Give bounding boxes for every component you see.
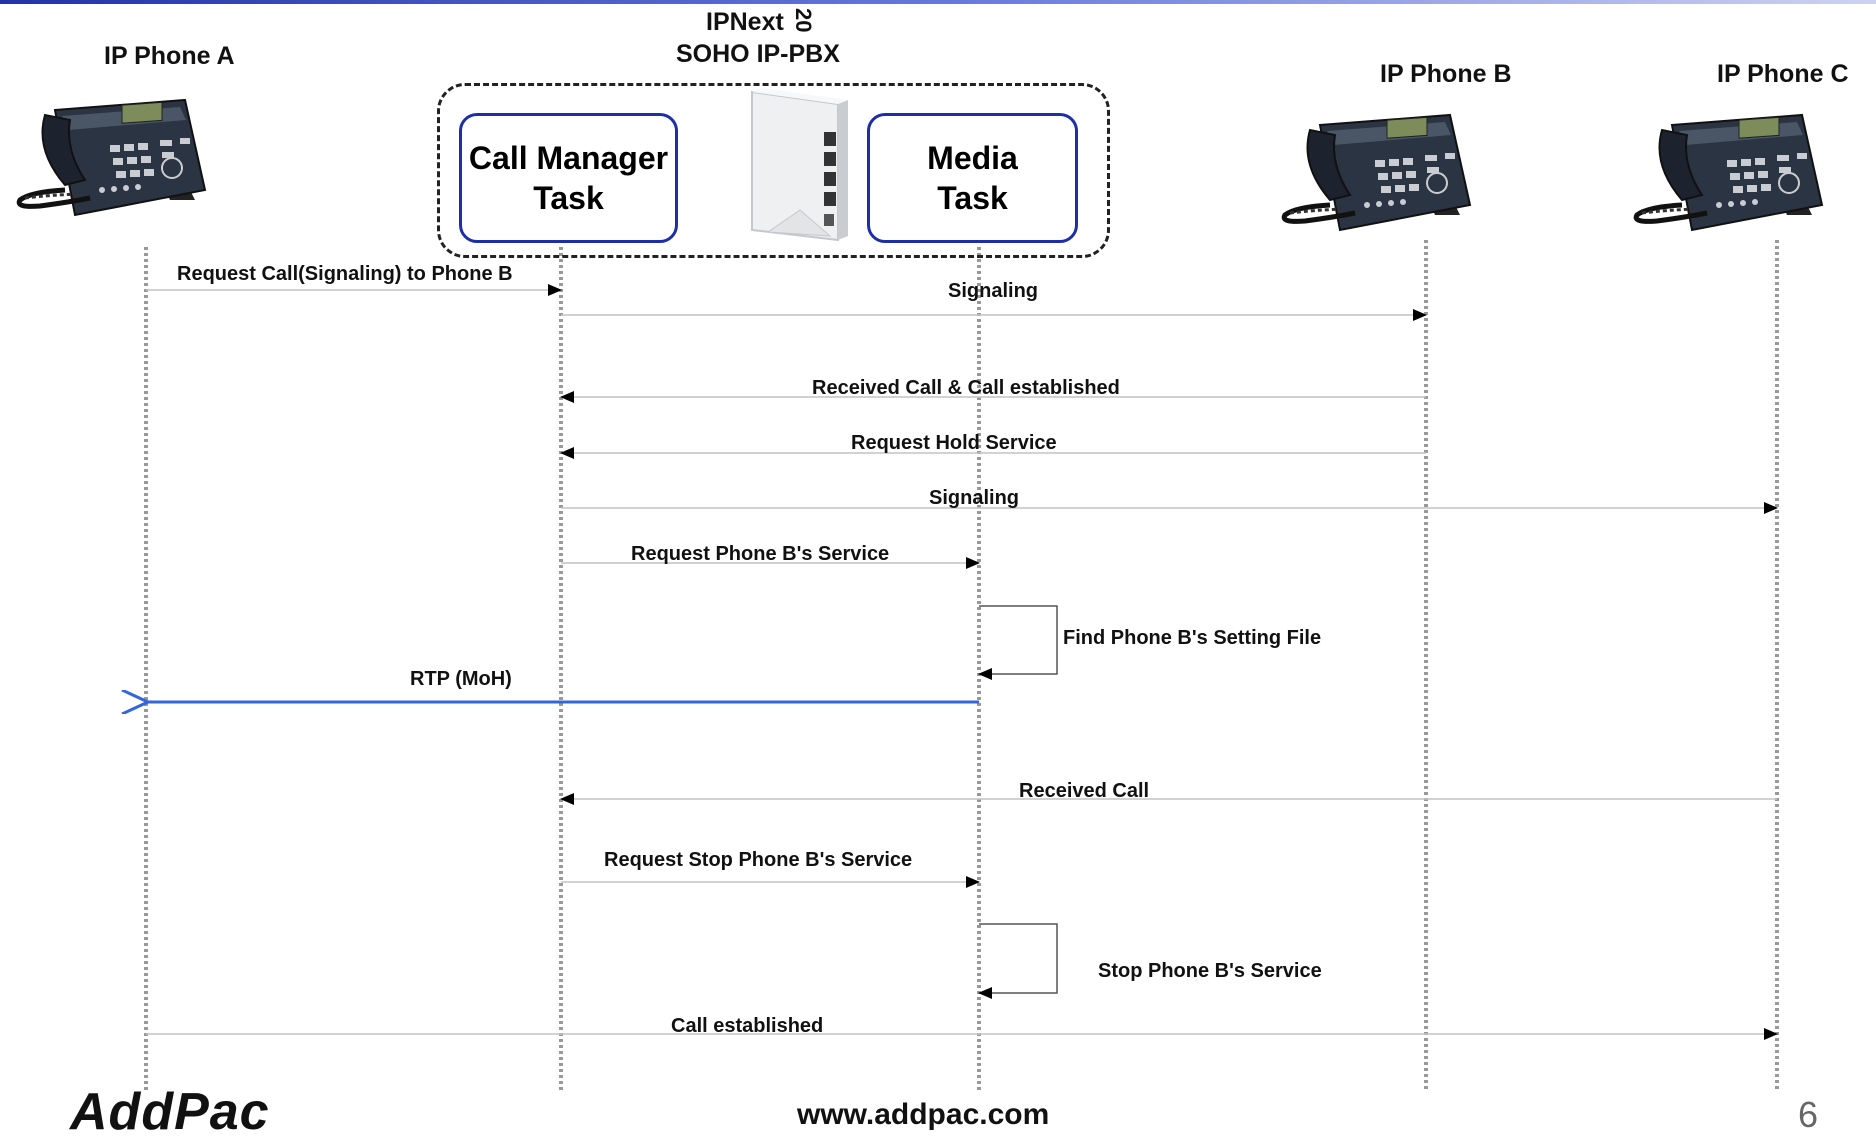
msg-request-stop-service: Request Stop Phone B's Service (604, 849, 913, 871)
msg-received-call-established: Received Call & Call established (812, 377, 1120, 399)
msg-rtp-moh: RTP (MoH) (410, 668, 512, 690)
ip-phone-b-image (1284, 115, 1470, 230)
phone-c-label: IP Phone C (1717, 60, 1849, 88)
footer-url[interactable]: www.addpac.com (797, 1098, 1050, 1131)
call-manager-task-box: Call Manager Task (459, 113, 678, 243)
msg-signaling-c: Signaling (929, 487, 1019, 509)
phone-a-label: IP Phone A (104, 42, 235, 70)
msg-signaling-b: Signaling (948, 280, 1038, 302)
msg-received-call: Received Call (1019, 780, 1150, 802)
msg-request-call: Request Call(Signaling) to Phone B (177, 263, 513, 285)
msg-stop-service: Stop Phone B's Service (1098, 960, 1322, 982)
pbx-model-suffix: 20 (791, 8, 816, 33)
msg-request-hold: Request Hold Service (851, 432, 1057, 454)
pbx-device-image (751, 88, 848, 242)
page-number: 6 (1798, 1094, 1819, 1135)
media-task-box: Media Task (867, 113, 1078, 243)
pbx-subtitle: SOHO IP-PBX (676, 40, 840, 68)
phone-b-label: IP Phone B (1380, 60, 1512, 88)
top-accent-bar (0, 0, 1876, 4)
addpac-logo: AddPac (70, 1083, 270, 1141)
ip-phone-a-image (19, 100, 205, 215)
media-task-line1: Media (927, 140, 1018, 176)
msg-find-setting-file: Find Phone B's Setting File (1063, 627, 1322, 649)
pbx-group-boundary (437, 83, 1110, 258)
ip-phone-c-image (1636, 115, 1822, 230)
msg-request-b-service: Request Phone B's Service (631, 543, 890, 565)
msg-call-established: Call established (671, 1015, 824, 1037)
media-task-line2: Task (937, 180, 1008, 216)
call-manager-task-line2: Task (533, 180, 604, 216)
pbx-name: IPNext (706, 8, 784, 36)
call-manager-task-line1: Call Manager (468, 140, 669, 176)
